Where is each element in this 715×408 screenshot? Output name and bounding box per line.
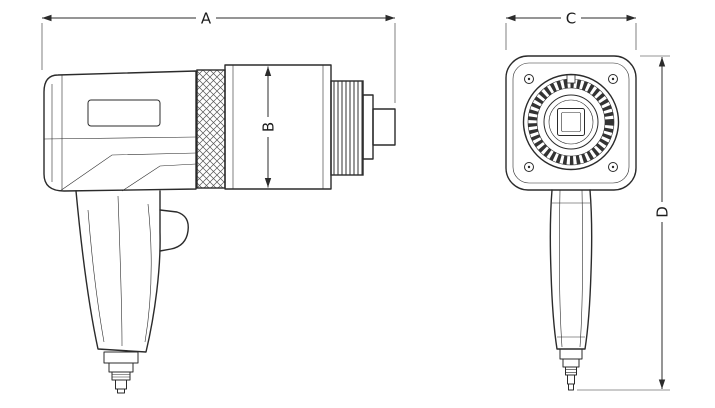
drive-square-inner	[561, 112, 581, 132]
dim-a-label: A	[201, 9, 212, 27]
inlet-front-neck	[559, 348, 583, 360]
inlet-collar	[108, 362, 134, 373]
front-view: C D	[505, 9, 671, 391]
dim-c-label-group: C	[561, 9, 581, 27]
handle-front-contour-right	[579, 189, 583, 348]
spline-teeth-ring	[528, 79, 614, 165]
trigger	[159, 209, 189, 252]
dim-b-label-mask	[260, 117, 276, 137]
bore-inner-circle	[548, 99, 594, 145]
inlet-ribbed-section	[111, 371, 131, 381]
inlet-neck	[103, 351, 139, 364]
cylinder-body	[224, 64, 332, 190]
corner-screw	[608, 162, 618, 172]
inlet-rib-line	[112, 374, 130, 378]
dimension-c: C	[505, 9, 637, 50]
body-seam-line	[43, 136, 197, 140]
dim-c-label: C	[566, 9, 576, 27]
corner-screw-dot	[527, 77, 531, 81]
air-inlet-fitting	[103, 351, 139, 394]
air-inlet-front	[559, 348, 583, 391]
grip-contour-left	[87, 209, 105, 343]
side-view: B A	[41, 9, 396, 394]
dimension-a: A	[41, 9, 396, 103]
dim-d-label-mask	[654, 202, 670, 222]
spline-inner-ring	[536, 87, 606, 157]
corner-screw	[608, 74, 618, 84]
dim-c-label-mask	[561, 10, 581, 26]
corner-screw-dot	[527, 165, 531, 169]
inlet-front-plug	[567, 374, 575, 385]
flange-circle	[522, 73, 620, 171]
corner-screw-dot	[611, 165, 615, 169]
corner-screw-dot	[611, 77, 615, 81]
inlet-front-ribbed	[565, 366, 577, 376]
inlet-front-rib-line	[565, 369, 577, 373]
square-drive	[372, 108, 396, 146]
dim-b-label: B	[259, 122, 277, 132]
inlet-front-tip	[568, 383, 574, 391]
handle-front-contour-left	[559, 189, 563, 348]
label-plate	[87, 99, 161, 127]
spline-ring	[330, 80, 364, 176]
drive-square-front	[557, 108, 585, 136]
corner-screw	[524, 74, 534, 84]
grip-contour-right	[144, 203, 152, 343]
housing-front	[505, 55, 637, 191]
pistol-grip	[75, 190, 161, 353]
corner-screw	[524, 162, 534, 172]
grip-contour-mid	[117, 195, 123, 347]
dim-d-label: D	[653, 206, 671, 218]
dimension-d: D	[577, 55, 671, 391]
hatched-collar	[196, 69, 226, 189]
output-step	[362, 94, 374, 160]
inlet-front-collar	[562, 358, 580, 368]
dim-d-label-group: D	[653, 202, 671, 222]
dim-a-label-mask	[196, 10, 216, 26]
handle-front	[549, 189, 593, 350]
inlet-plug	[115, 379, 127, 390]
tool-body	[43, 70, 197, 192]
body-accent-line-2	[121, 163, 197, 192]
bore-circle	[543, 94, 599, 150]
dim-a-label-group: A	[196, 9, 216, 27]
keyway-notch	[566, 74, 576, 84]
dimension-b: B	[259, 66, 277, 188]
body-accent-line	[59, 152, 197, 192]
dim-b-label-group: B	[259, 117, 277, 137]
inlet-tip	[117, 388, 125, 394]
housing-front-inner	[512, 62, 630, 184]
